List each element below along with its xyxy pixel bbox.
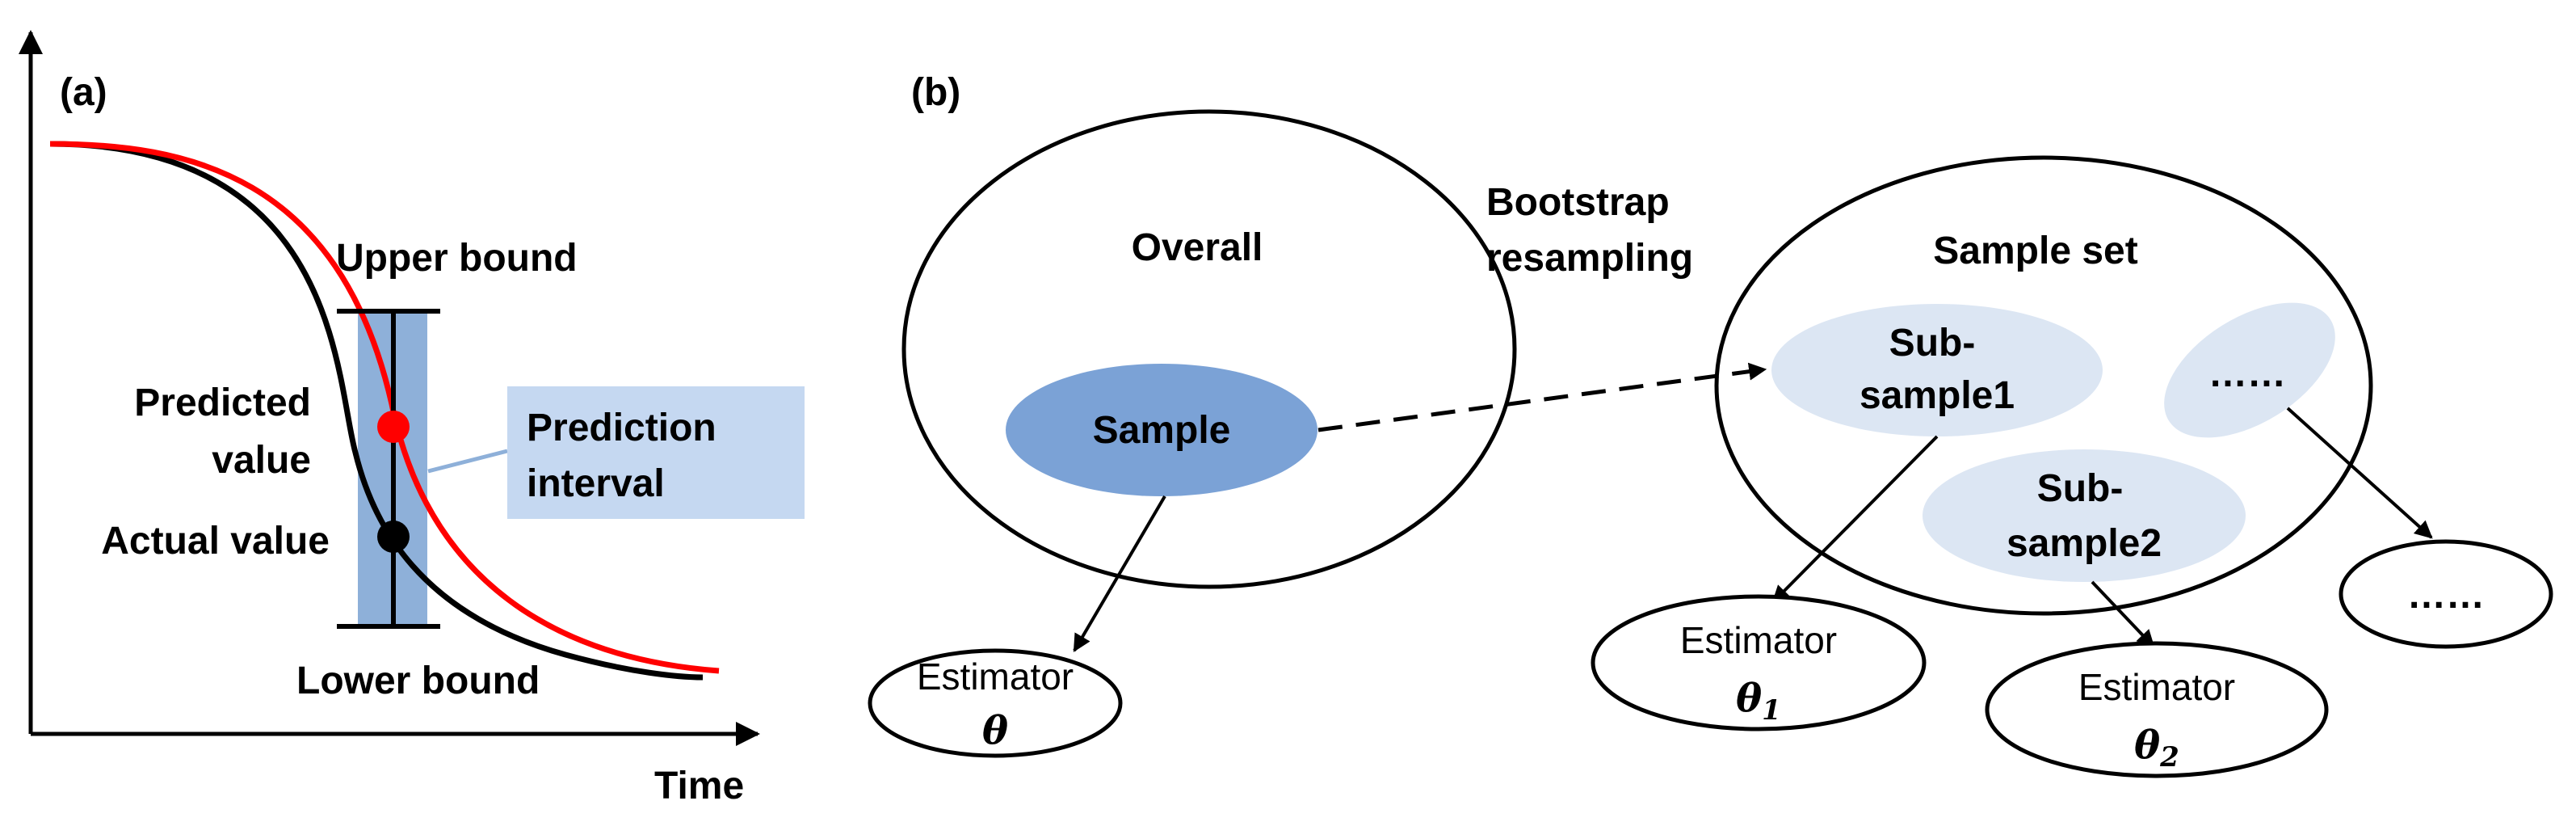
estimator-theta1-label: Estimator xyxy=(1680,619,1837,661)
estimator-theta-ellipse xyxy=(868,648,1123,758)
predicted-label-line2: value xyxy=(212,439,311,482)
arrow-sub2-estimator2 xyxy=(2091,580,2155,648)
subsample2-label-line2: sample2 xyxy=(2007,522,2162,565)
panel-b: (b) Overall Sample Bootstrap resampling … xyxy=(868,71,2553,778)
actual-curve xyxy=(49,141,704,681)
estimator-theta1-symbol: θ1 xyxy=(1736,676,1781,727)
arrow-sub1-estimator1 xyxy=(1771,435,1939,604)
estimator-theta-label: Estimator xyxy=(917,655,1074,698)
estimator-theta1-ellipse xyxy=(1591,594,1927,731)
sample-set-ellipse xyxy=(1714,155,2373,616)
bootstrap-arrow xyxy=(1317,362,1767,432)
estimator-more-ellipse xyxy=(2339,539,2553,649)
theta1-subscript: 1 xyxy=(1762,694,1781,727)
theta2-base: θ xyxy=(2134,723,2160,768)
arrow-more-estimator xyxy=(2286,407,2433,539)
overall-ellipse xyxy=(901,109,1517,589)
lower-bound-label: Lower bound xyxy=(296,660,540,702)
theta2-subscript: 2 xyxy=(2159,741,2179,774)
prediction-interval-line1: Prediction xyxy=(527,407,716,449)
subsample2-ellipse xyxy=(1923,449,2246,582)
bootstrap-label-line2: resampling xyxy=(1486,237,1693,280)
panel-a: (a) Time Upper bound Lower bound Predict… xyxy=(19,30,805,807)
actual-value-label: Actual value xyxy=(101,520,330,563)
subsample2-label-line1: Sub- xyxy=(2037,467,2124,510)
estimator-theta2-ellipse xyxy=(1985,641,2329,778)
sample-set-label: Sample set xyxy=(1933,230,2137,272)
overall-label: Overall xyxy=(1132,226,1263,269)
theta1-base: θ xyxy=(1736,676,1762,721)
interval-callout-line xyxy=(427,449,508,474)
estimator-theta2-symbol: θ2 xyxy=(2134,723,2179,774)
arrow-sample-estimator xyxy=(1073,495,1166,652)
subsample-more-label: …… xyxy=(2208,352,2286,395)
sample-label: Sample xyxy=(1093,409,1231,452)
estimator-theta2-label: Estimator xyxy=(2078,666,2235,708)
upper-bound-label: Upper bound xyxy=(336,237,578,280)
subsample1-label-line1: Sub- xyxy=(1889,322,1976,365)
estimator-theta-symbol: θ xyxy=(982,708,1008,753)
subsample-more-ellipse xyxy=(2164,302,2335,438)
estimator-more-label: …… xyxy=(2407,574,2485,617)
bootstrap-label-line1: Bootstrap xyxy=(1486,181,1670,224)
prediction-interval-box xyxy=(507,386,805,519)
panel-b-label: (b) xyxy=(911,71,960,114)
actual-point xyxy=(377,521,410,553)
subsample1-label-line2: sample1 xyxy=(1860,374,2015,417)
panel-a-label: (a) xyxy=(60,71,107,114)
x-axis-label: Time xyxy=(654,765,744,807)
predicted-point xyxy=(377,411,410,443)
prediction-interval-line2: interval xyxy=(527,462,665,505)
predicted-label-line1: Predicted xyxy=(134,381,311,424)
subsample1-ellipse xyxy=(1771,304,2103,436)
sample-ellipse xyxy=(1006,364,1317,496)
